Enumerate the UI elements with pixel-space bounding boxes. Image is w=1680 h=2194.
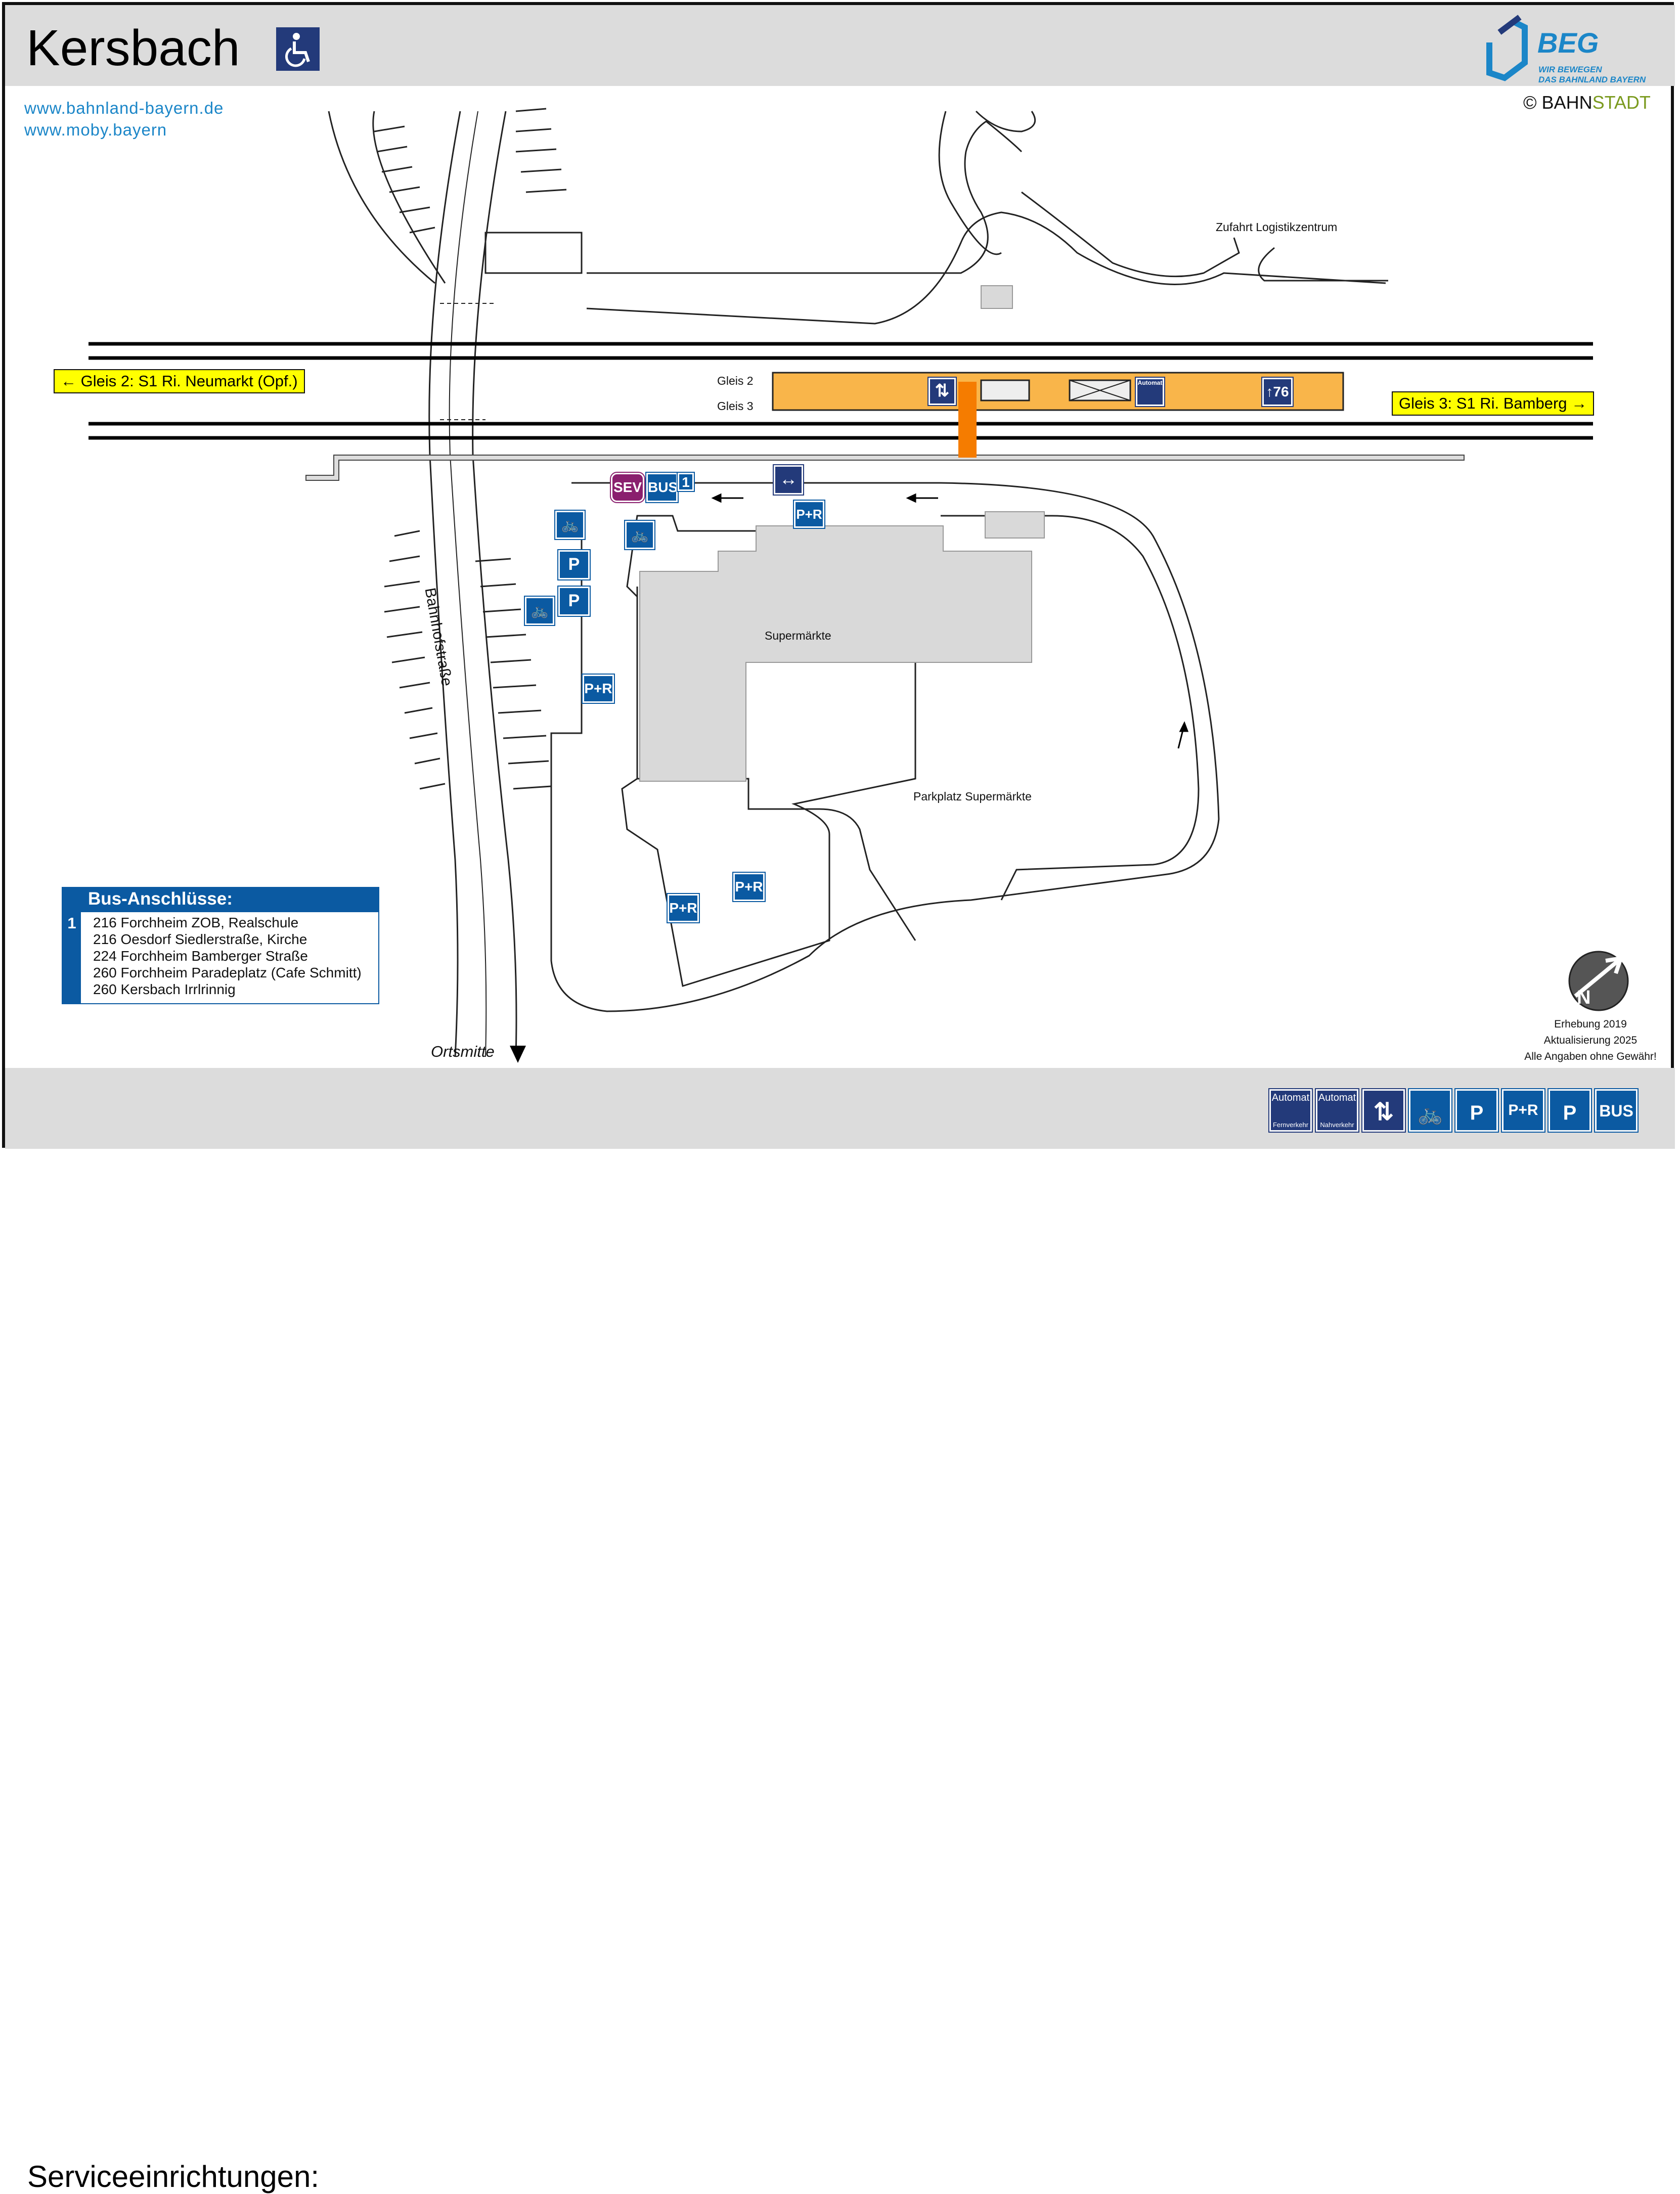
north-road-upper <box>587 120 1023 274</box>
walkway-arrows <box>711 493 1189 749</box>
platform-elevator-icon: ⇅ <box>927 377 957 406</box>
label-ortsmitte: Ortsmitte <box>431 1043 495 1060</box>
platform-ticket-machine-icon: Automat <box>1135 377 1165 407</box>
small-shed-south <box>985 511 1045 539</box>
tracks <box>89 342 1593 440</box>
park-ride-icon-1: P+R <box>793 500 825 529</box>
park-ride-icon-4: P+R <box>667 893 700 923</box>
bus-stop-number-badge: 1 <box>63 912 81 1003</box>
supermarket-building <box>639 525 1032 782</box>
label-parkplatz: Parkplatz Supermärkte <box>913 790 1032 803</box>
label-supermaerkte: Supermärkte <box>765 629 831 642</box>
park-and-ride-icon: P+R <box>1501 1088 1545 1133</box>
bus-line-item: 216 Forchheim ZOB, Realschule <box>93 915 299 930</box>
bahnhofstrasse-east <box>472 111 517 1057</box>
north-arrow-icon: N <box>1568 951 1629 1011</box>
bus-connections-panel: Bus-Anschlüsse: 1 216 Forchheim ZOB, Rea… <box>62 887 379 1004</box>
service-facilities-label: Serviceeinrichtungen: <box>27 2160 320 2193</box>
island-platform <box>772 372 1344 411</box>
station-map: N <box>89 108 1629 1063</box>
label-zufahrt: Zufahrt Logistikzentrum <box>1216 220 1338 234</box>
ev-charging-parking-icon: P <box>1548 1088 1592 1133</box>
bicycle-parking-icon: 🚲 <box>1408 1088 1452 1133</box>
bicycle-parking-icon-3: 🚲 <box>524 596 555 626</box>
stair-block <box>980 379 1030 401</box>
ortsmitte-arrow <box>510 1046 526 1063</box>
supermarket-parking-loop <box>636 587 916 941</box>
elevator-icon: ⇅ <box>1361 1088 1406 1133</box>
left-park-outline <box>328 111 435 284</box>
station-title: Kersbach <box>26 20 240 76</box>
logistics-access-right <box>1258 247 1388 282</box>
disabled-parking-icon: P <box>557 549 591 580</box>
link-bahnland[interactable]: www.bahnland-bayern.de <box>24 99 224 117</box>
disabled-parking-icon: P <box>1454 1088 1499 1133</box>
south-area-outline <box>550 482 1220 1012</box>
platform-label-gleis3: Gleis 3 <box>717 399 754 413</box>
sev-icon: SEV <box>610 472 645 503</box>
beg-tagline: WIR BEWEGEN DAS BAHNLAND BAYERN <box>1538 65 1646 84</box>
wheelchair-icon <box>276 27 320 71</box>
track-sign-gleis2: ← Gleis 2: S1 Ri. Neumarkt (Opf.) <box>54 369 305 393</box>
bus-connections-title: Bus-Anschlüsse: <box>62 887 379 911</box>
ticket-machine-long-distance-icon: Automat Fernverkehr <box>1268 1088 1313 1133</box>
bus-stop-number: 1 <box>677 472 695 492</box>
website-links: www.bahnland-bayern.de www.moby.bayern <box>24 97 224 141</box>
bridge-walkway <box>484 232 583 274</box>
svg-text:N: N <box>1577 987 1590 1008</box>
bus-lines-list: 216 Forchheim ZOB, Realschule 216 Oesdor… <box>93 914 362 998</box>
logistics-access <box>975 110 1240 278</box>
bahnhofstrasse-inner <box>449 111 487 1057</box>
service-icons: Automat Fernverkehr Automat Nahverkehr ⇅… <box>1268 1088 1639 1133</box>
ev-parking-icon: P <box>557 586 591 617</box>
header-bar: Kersbach BEG WIR BEWEGEN DAS BAHNLAND BA… <box>5 5 1675 86</box>
beg-logo <box>1484 12 1656 88</box>
bus-line-item: 224 Forchheim Bamberger Straße <box>93 948 308 964</box>
parking-stalls-west <box>374 108 567 790</box>
park-ride-icon-3: P+R <box>732 872 766 902</box>
ticket-machine-local-icon: Automat Nahverkehr <box>1315 1088 1359 1133</box>
beg-logo-text: BEG <box>1537 27 1599 59</box>
platform-label-gleis2: Gleis 2 <box>717 374 754 387</box>
park-ride-icon-2: P+R <box>582 674 615 704</box>
bridge-path <box>440 303 496 420</box>
parking-inner-outline <box>621 515 916 987</box>
crossing-icon: ↔ <box>773 464 804 496</box>
small-shed-north <box>981 285 1013 309</box>
bus-line-item: 216 Oesdorf Siedlerstraße, Kirche <box>93 931 307 947</box>
left-park-outline2 <box>372 111 446 284</box>
bahnhofstrasse-west <box>428 111 461 1057</box>
bus-line-item: 260 Kersbach Irrlrinnig <box>93 981 236 997</box>
copyright-bahnstadt: © BAHNSTADT <box>1523 92 1651 113</box>
platform-exit-icon: ↑76 <box>1261 377 1294 407</box>
link-moby[interactable]: www.moby.bayern <box>24 120 167 139</box>
track-sign-gleis3: Gleis 3: S1 Ri. Bamberg → <box>1392 391 1595 416</box>
bicycle-parking-icon-1: 🚲 <box>554 510 586 540</box>
north-road-lower <box>586 211 1386 325</box>
north-road-curve <box>938 111 1002 255</box>
platform-stairs <box>958 382 977 458</box>
east-road-loop <box>941 515 1200 901</box>
bus-connections-body: 1 216 Forchheim ZOB, Realschule 216 Oesd… <box>62 911 379 1004</box>
bus-stop-icon: BUS <box>645 472 679 503</box>
side-platform-strip <box>305 455 1465 481</box>
survey-info: Erhebung 2019 Aktualisierung 2025 Alle A… <box>1524 1018 1657 1062</box>
bicycle-parking-icon-2: 🚲 <box>624 520 655 550</box>
bus-line-item: 260 Forchheim Paradeplatz (Cafe Schmitt) <box>93 965 362 980</box>
bus-icon: BUS <box>1594 1088 1639 1133</box>
